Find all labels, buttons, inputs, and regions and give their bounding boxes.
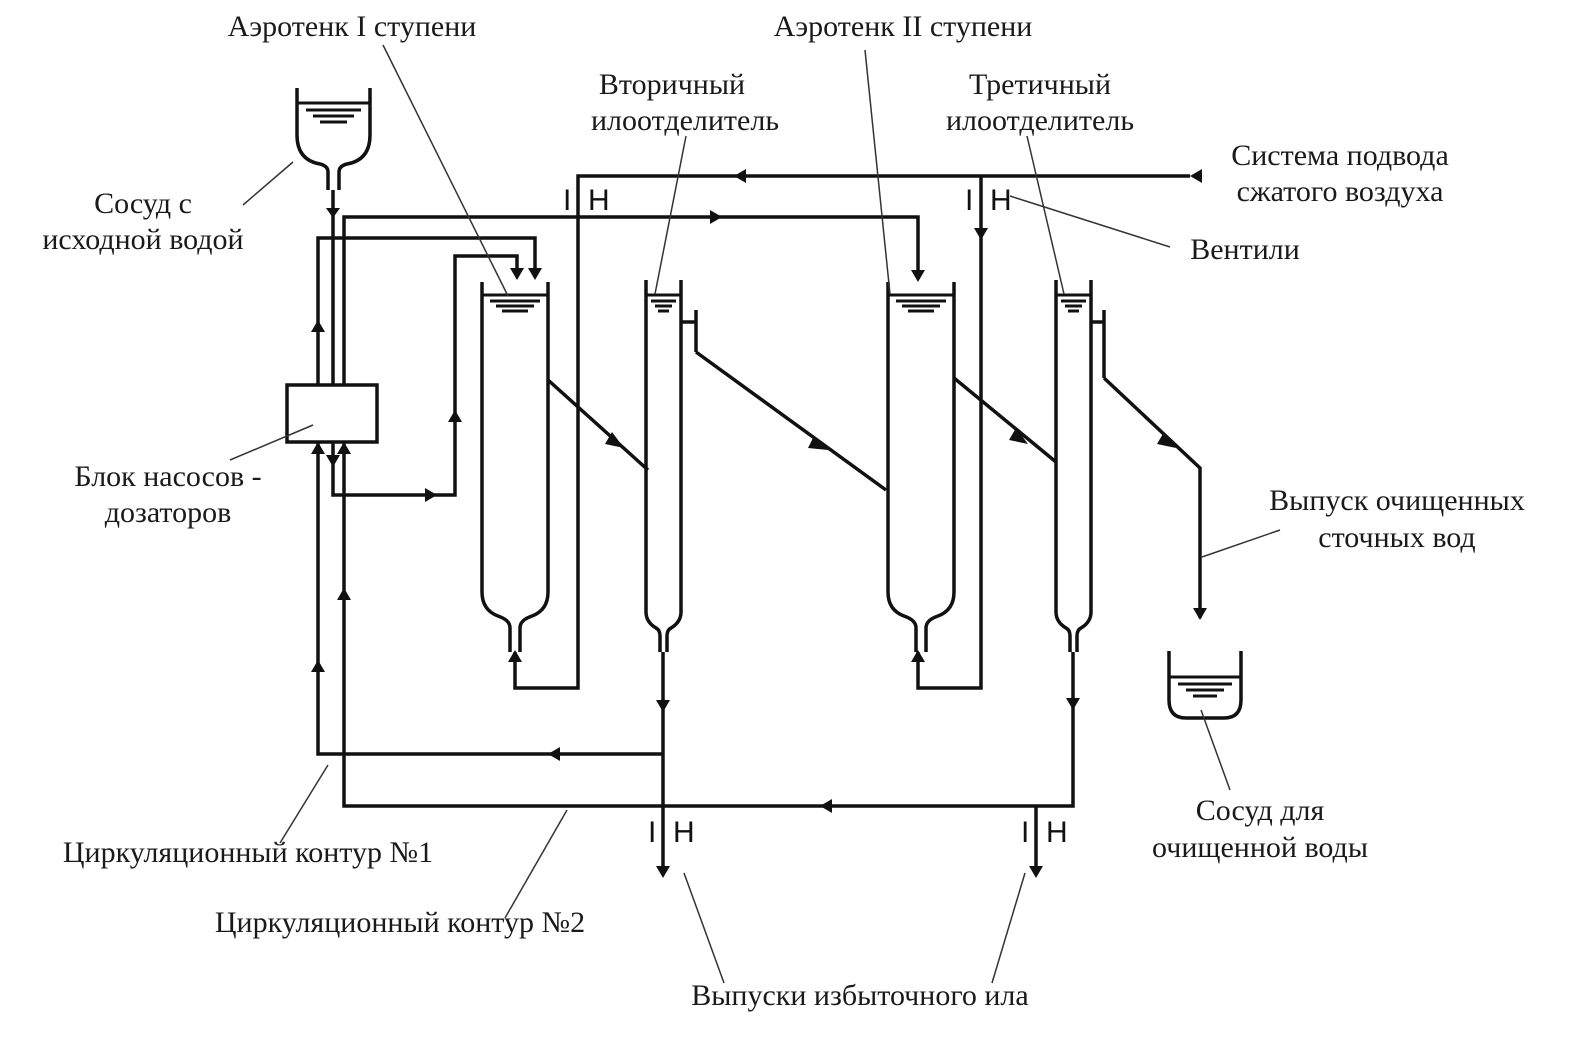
- arrow-down-icon: [326, 208, 340, 218]
- arrow-left-icon: [1190, 169, 1202, 183]
- arrow-down-icon: [1066, 698, 1080, 710]
- arrow-up-icon: [337, 442, 351, 454]
- label-tertiary-clarifier-line2: илоотделитель: [946, 104, 1134, 137]
- arrow-icon: [1009, 428, 1028, 444]
- tertiary-sludge-pipe: [1029, 698, 1080, 878]
- valve-sludge-1[interactable]: I: [648, 816, 656, 849]
- overflow-pipe-2: [694, 350, 888, 492]
- arrow-down-icon: [1193, 608, 1207, 620]
- label-air-supply-line2: сжатого воздуха: [1237, 175, 1444, 208]
- circulation-circuit-2: [337, 442, 1075, 813]
- secondary-clarifier: [644, 280, 698, 652]
- arrow-down-icon: [1029, 866, 1043, 878]
- arrow-down-icon: [326, 455, 340, 467]
- pump-to-aerotank2-pipe: [342, 210, 925, 385]
- label-secondary-clarifier-line2: илоотделитель: [591, 104, 779, 137]
- source-vessel: [295, 88, 372, 190]
- valve-sludge-2-handle[interactable]: H: [1046, 816, 1068, 849]
- overflow-pipe-3: [952, 376, 1058, 464]
- arrow-icon: [1157, 432, 1176, 448]
- feed-pipe: [326, 190, 340, 385]
- arrow-up-icon: [508, 650, 522, 662]
- treated-outlet-pipe: [1102, 376, 1207, 620]
- label-pump-block-line1: Блок насосов -: [74, 460, 261, 493]
- label-circulation-circuit-2: Циркуляционный контур №2: [215, 906, 585, 939]
- arrow-down-icon: [528, 268, 542, 280]
- air-pipe-aerotank1: [508, 169, 1202, 690]
- arrow-left-icon: [734, 169, 746, 183]
- arrow-right-icon: [425, 488, 437, 502]
- label-aerotank-1: Аэротенк I ступени: [228, 10, 477, 43]
- treated-vessel: [1167, 651, 1243, 720]
- label-aerotank-2: Аэротенк II ступени: [774, 10, 1033, 43]
- arrow-up-icon: [311, 660, 325, 672]
- leader-lines: [229, 44, 1281, 984]
- circulation-circuit-1: [311, 442, 663, 761]
- label-pump-block-line2: дозаторов: [105, 496, 232, 529]
- arrow-left-icon: [548, 747, 560, 761]
- arrow-icon: [605, 432, 624, 448]
- label-air-supply-line1: Система подвода: [1231, 139, 1449, 172]
- arrow-down-icon: [510, 268, 524, 280]
- label-source-vessel-line1: Сосуд с: [94, 187, 192, 220]
- arrow-up-icon: [448, 410, 462, 422]
- label-secondary-clarifier-line1: Вторичный: [599, 68, 745, 101]
- aerotank-2: [886, 282, 956, 652]
- label-treated-outlet-line2: сточных вод: [1318, 521, 1475, 554]
- arrow-up-icon: [337, 588, 351, 600]
- arrow-down-icon: [656, 866, 670, 878]
- arrow-up-icon: [911, 650, 925, 662]
- air-pipe-aerotank2: [911, 176, 988, 690]
- label-circulation-circuit-1: Циркуляционный контур №1: [63, 836, 433, 869]
- pump-to-aerotank1-pipe-a: [311, 236, 542, 385]
- label-treated-outlet-line1: Выпуск очищенных: [1269, 484, 1525, 517]
- arrow-left-icon: [820, 799, 832, 813]
- arrow-icon: [808, 436, 828, 450]
- valve-air-1[interactable]: I: [563, 184, 571, 217]
- valve-sludge-1-handle[interactable]: H: [673, 816, 695, 849]
- pump-to-aerotank1-pipe-b: [326, 254, 524, 502]
- label-treated-vessel-line2: очищенной воды: [1152, 831, 1368, 864]
- pump-block: [285, 383, 379, 444]
- label-valves: Вентили: [1190, 233, 1300, 266]
- valve-air-1-handle[interactable]: H: [588, 184, 610, 217]
- arrow-right-icon: [710, 210, 722, 224]
- aerotank-1: [480, 282, 550, 652]
- valve-sludge-2[interactable]: I: [1021, 816, 1029, 849]
- label-source-vessel-line2: исходной водой: [42, 223, 243, 256]
- label-treated-vessel-line1: Сосуд для: [1196, 794, 1325, 827]
- arrow-down-icon: [974, 228, 988, 240]
- valve-air-2[interactable]: I: [965, 184, 973, 217]
- arrow-down-icon: [656, 700, 670, 712]
- label-sludge-outlets: Выпуски избыточного ила: [691, 979, 1028, 1012]
- arrow-up-icon: [311, 442, 325, 454]
- secondary-sludge-pipe: [656, 652, 670, 878]
- valve-air-2-handle[interactable]: H: [990, 184, 1012, 217]
- overflow-pipe-1: [546, 378, 650, 472]
- arrow-up-icon: [311, 320, 325, 332]
- label-tertiary-clarifier-line1: Третичный: [969, 68, 1111, 101]
- tertiary-clarifier: [1054, 280, 1106, 652]
- arrow-down-icon: [911, 270, 925, 282]
